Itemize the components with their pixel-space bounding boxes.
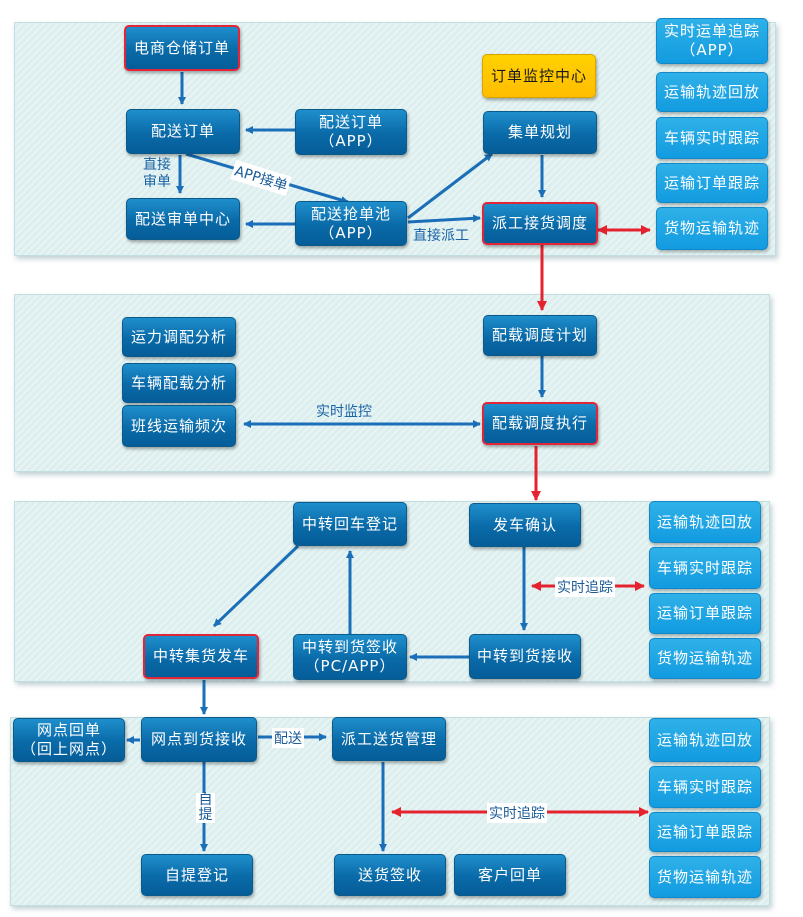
side4-track-playback: 运输轨迹回放 [649,718,761,762]
outlet-receive-node: 网点到货接收 [141,717,257,762]
side3-track-playback: 运输轨迹回放 [649,501,761,543]
review-center-node: 配送审单中心 [126,198,240,240]
load-plan-node: 配载调度计划 [483,315,597,356]
delivery-sign-node: 送货签收 [334,854,446,896]
side-realtime-waybill: 实时运单追踪（APP） [656,18,768,64]
dispatch-manage-node: 派工送货管理 [332,717,446,761]
side-vehicle-tracking: 车辆实时跟踪 [656,117,768,159]
customer-receipt-node: 客户回单 [454,854,566,896]
line-frequency-node: 班线运输频次 [122,405,236,447]
arrow-return-to-collect [212,544,300,628]
label-deliver: 配送 [272,728,304,748]
vehicle-load-analysis-node: 车辆配载分析 [122,363,236,403]
label-direct-review: 直接审单 [143,157,171,190]
arrival-sign-node: 中转到货签收（PC/APP） [293,634,407,680]
order-monitor-node: 订单监控中心 [482,54,596,98]
delivery-order-app-node: 配送订单（APP） [295,109,407,155]
collect-depart-node: 中转集货发车 [143,634,259,679]
grab-pool-node: 配送抢单池（APP） [295,201,407,246]
capacity-analysis-node: 运力调配分析 [122,317,236,357]
side3-cargo-track: 货物运输轨迹 [649,638,761,679]
side4-order-tracking: 运输订单跟踪 [649,812,761,852]
side3-vehicle-tracking: 车辆实时跟踪 [649,547,761,589]
label-delivery-tracking: 实时追踪 [487,803,547,823]
arrow-pool-to-consolidation [407,152,493,220]
label-realtime-monitor: 实时监控 [316,404,372,420]
outlet-receipt-node: 网点回单（回上网点） [13,718,125,762]
ecommerce-order-node: 电商仓储订单 [124,25,240,71]
side4-vehicle-tracking: 车辆实时跟踪 [649,766,761,808]
side-order-tracking: 运输订单跟踪 [656,163,768,203]
arrival-receive-node: 中转到货接收 [469,634,581,679]
load-exec-node: 配载调度执行 [482,402,598,445]
consolidation-node: 集单规划 [483,111,597,154]
self-pick-node: 自提登记 [141,854,253,896]
depart-confirm-node: 发车确认 [469,503,581,547]
return-register-node: 中转回车登记 [293,502,407,546]
dispatch-node: 派工接货调度 [482,202,598,245]
side-track-playback: 运输轨迹回放 [656,72,768,112]
side3-order-tracking: 运输订单跟踪 [649,593,761,634]
label-transfer-tracking: 实时追踪 [555,577,615,597]
label-direct-dispatch: 直接派工 [413,228,469,244]
delivery-order-node: 配送订单 [126,109,240,154]
side4-cargo-track: 货物运输轨迹 [649,856,761,898]
label-self-pick: 自提 [196,793,215,823]
arrow-pool-to-dispatch [407,214,481,224]
side-cargo-track: 货物运输轨迹 [656,207,768,250]
